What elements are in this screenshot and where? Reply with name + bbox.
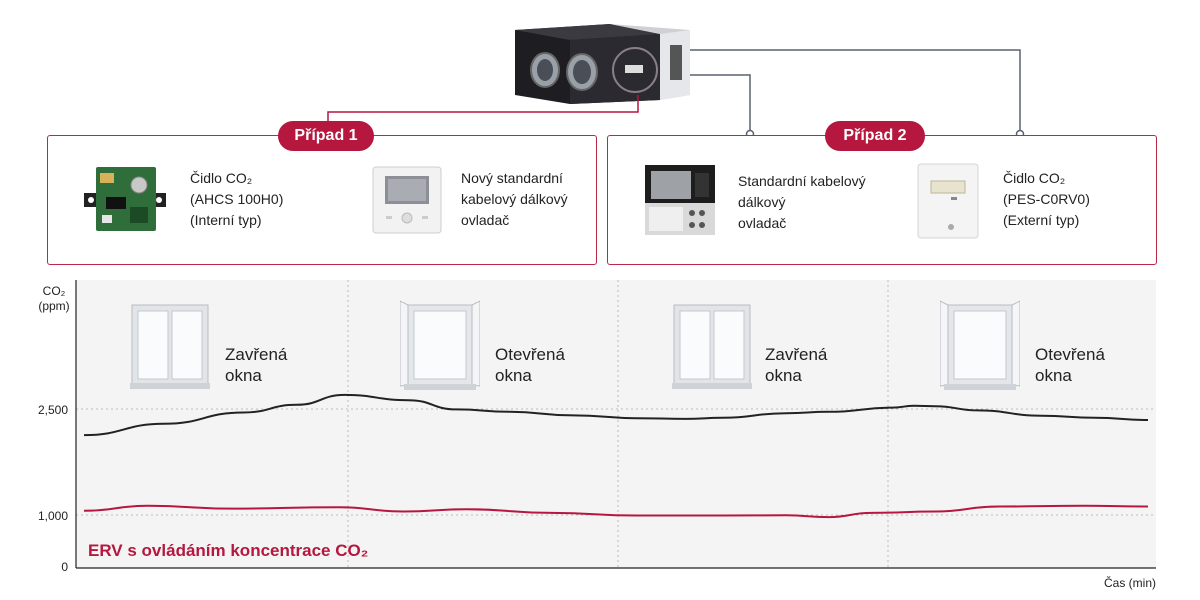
text-line: Otevřená [495,345,565,364]
co2-sensor-board-icon [84,167,166,231]
external-co2-sensor-icon [917,163,979,239]
erv-unit-icon [515,24,690,104]
text-line: Zavřená [765,345,828,364]
text-line: ovladač [461,212,510,228]
y-tick-label: 2,500 [37,403,68,417]
case-2-device-2-text: Čidlo CO₂ (PES-C0RV0) (Externí typ) [1003,168,1090,231]
y-tick-label: 1,000 [37,509,68,523]
standard-remote-controller-icon [645,165,715,235]
text-line: Standardní kabelový [738,173,866,189]
window-label-1: Zavřená okna [225,344,287,386]
closed-window-icon [672,304,752,389]
case-1-label: Případ 1 [278,121,374,151]
text-line: Čidlo CO₂ [1003,170,1066,186]
text-line: Čidlo CO₂ [190,170,253,186]
co2-series-line [83,393,1149,437]
text-line: okna [765,366,802,385]
text-line: dálkový [738,194,786,210]
erv-series-line [83,504,1149,519]
erv-series-label: ERV s ovládáním koncentrace CO₂ [88,541,369,560]
text-line: (Externí typ) [1003,212,1080,228]
wired-remote-controller-icon [372,166,442,234]
text-line: Nový standardní [461,170,563,186]
text-line: okna [225,366,262,385]
text-line: (AHCS 100H0) [190,191,284,207]
open-window-icon [940,300,1020,390]
text-line: okna [495,366,532,385]
y-tick-label: 0 [61,560,68,574]
closed-window-icon [130,304,210,389]
window-label-3: Zavřená okna [765,344,827,386]
text-line: (PES-C0RV0) [1003,191,1090,207]
text-line: Zavřená [225,345,288,364]
x-axis-label: Čas (min) [1103,576,1156,590]
text-line: (Interní typ) [190,212,262,228]
text-line: kabelový dálkový [461,191,568,207]
connector-lines [327,49,1025,139]
case-2-device-1-text: Standardní kabelový dálkový ovladač [738,171,866,234]
y-axis-label: CO₂ (ppm) [38,284,70,313]
text-line: okna [1035,366,1072,385]
case-2-label: Případ 2 [825,121,925,151]
open-window-icon [400,300,480,390]
text-line: Otevřená [1035,345,1105,364]
case-1-device-2-text: Nový standardní kabelový dálkový ovladač [461,168,568,231]
text-line: ovladač [738,215,787,231]
window-label-2: Otevřená okna [495,344,565,386]
window-label-4: Otevřená okna [1035,344,1105,386]
case-1-device-1-text: Čidlo CO₂ (AHCS 100H0) (Interní typ) [190,168,283,231]
